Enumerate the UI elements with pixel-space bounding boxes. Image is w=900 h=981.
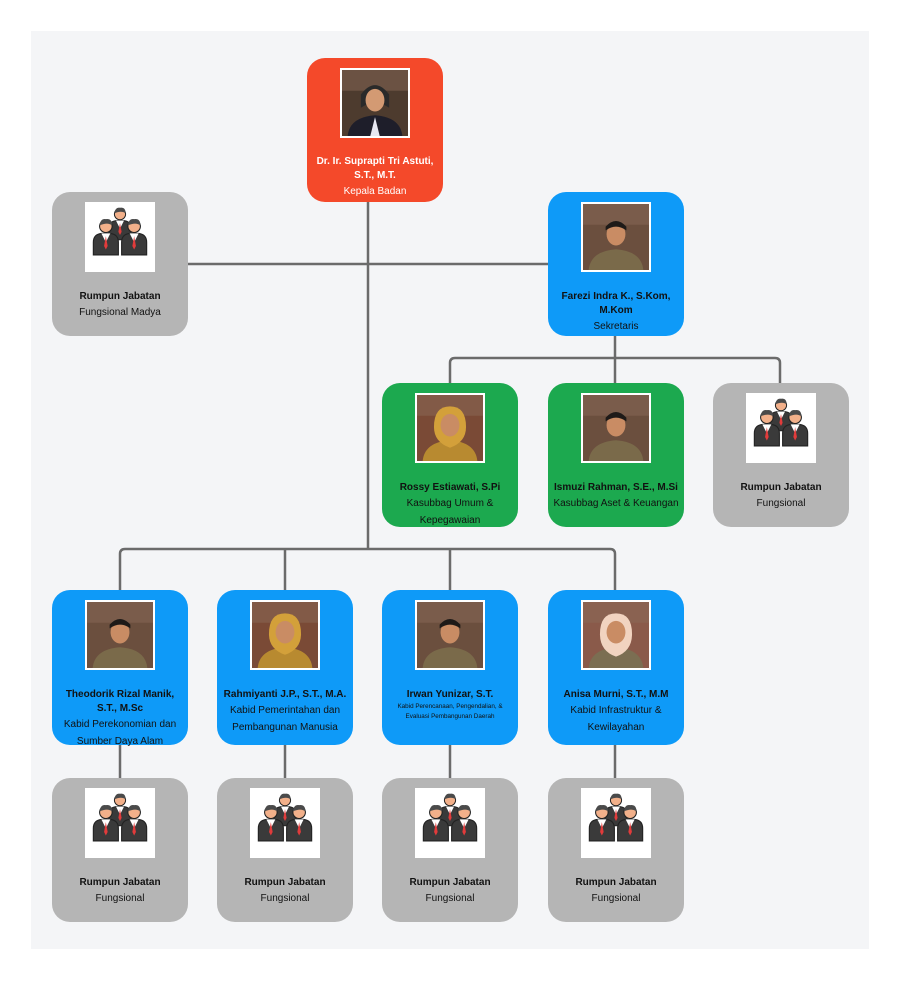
photo-kabid-pemerintahan bbox=[250, 600, 320, 670]
people-group-icon bbox=[417, 790, 483, 856]
people-group-icon bbox=[87, 204, 153, 270]
node-name-text: Rumpun Jabatan bbox=[740, 482, 822, 493]
group-icon-frame bbox=[415, 788, 485, 858]
connector-sekretariat-branch bbox=[448, 356, 782, 383]
node-name: Irwan Yunizar, S.T. Kabid Perencanaan, Pe… bbox=[386, 688, 514, 722]
people-group-icon bbox=[583, 790, 649, 856]
node-name-text: Irwan Yunizar, S.T. bbox=[406, 689, 494, 700]
node-name-text: Dr. Ir. Suprapti Tri Astuti, S.T., M.T. bbox=[316, 156, 434, 181]
node-kabid-perencanaan[interactable]: Irwan Yunizar, S.T. Kabid Perencanaan, Pe… bbox=[382, 590, 518, 745]
group-icon-frame bbox=[85, 202, 155, 272]
node-role: Fungsional Madya bbox=[79, 307, 161, 318]
node-role: Fungsional bbox=[425, 893, 475, 904]
photo-kasubbag-aset bbox=[581, 393, 651, 463]
node-kabid-pemerintahan[interactable]: Rahmiyanti J.P., S.T., M.A. Kabid Pemerin… bbox=[217, 590, 353, 745]
photo-kasubbag-umum bbox=[415, 393, 485, 463]
node-name-text: Rumpun Jabatan bbox=[575, 877, 657, 888]
node-role: Kabid Perencanaan, Pengendalian, & Evalu… bbox=[397, 703, 503, 720]
node-role: Kabid Pemerintahan dan Pembangunan Manus… bbox=[229, 705, 341, 733]
people-group-icon bbox=[252, 790, 318, 856]
photo-sekretaris bbox=[581, 202, 651, 272]
group-icon-frame bbox=[250, 788, 320, 858]
group-icon-frame bbox=[85, 788, 155, 858]
photo-kabid-perencanaan bbox=[415, 600, 485, 670]
group-icon-frame bbox=[746, 393, 816, 463]
node-role: Fungsional bbox=[260, 893, 310, 904]
node-name-text: Ismuzi Rahman, S.E., M.Si bbox=[554, 482, 678, 493]
node-role: Fungsional bbox=[95, 893, 145, 904]
person-photo-icon bbox=[583, 602, 649, 668]
node-name-text: Theodorik Rizal Manik, S.T., M.Sc bbox=[65, 689, 175, 714]
person-photo-icon bbox=[342, 70, 408, 136]
node-role: Kasubbag Aset & Keuangan bbox=[553, 498, 679, 509]
node-role: Fungsional bbox=[591, 893, 641, 904]
person-photo-icon bbox=[417, 602, 483, 668]
group-icon-frame bbox=[581, 788, 651, 858]
node-role: Kabid Perekonomian dan Sumber Daya Alam bbox=[63, 719, 177, 747]
node-role: Kabid Infrastruktur & Kewilayahan bbox=[570, 705, 662, 733]
node-role: Fungsional bbox=[756, 498, 806, 509]
node-name-text: Farezi Indra K., S.Kom, M.Kom bbox=[561, 291, 671, 316]
node-name-text: Anisa Murni, S.T., M.M bbox=[563, 689, 669, 700]
node-name-text: Rossy Estiawati, S.Pi bbox=[399, 482, 501, 493]
photo-kabid-infrastruktur bbox=[581, 600, 651, 670]
person-photo-icon bbox=[583, 204, 649, 270]
connector-kabid-fungsional bbox=[118, 745, 617, 778]
node-name: Rahmiyanti J.P., S.T., M.A. Kabid Pemerin… bbox=[221, 688, 349, 736]
node-name: Anisa Murni, S.T., M.M Kabid Infrastruktu… bbox=[552, 688, 680, 736]
people-group-icon bbox=[87, 790, 153, 856]
node-name: Dr. Ir. Suprapti Tri Astuti, S.T., M.T. K… bbox=[311, 155, 439, 200]
node-name-text: Rahmiyanti J.P., S.T., M.A. bbox=[223, 689, 347, 700]
person-photo-icon bbox=[252, 602, 318, 668]
node-role: Kasubbag Umum & Kepegawaian bbox=[406, 498, 494, 526]
node-name-text: Rumpun Jabatan bbox=[409, 877, 491, 888]
node-kabid-infrastruktur[interactable]: Anisa Murni, S.T., M.M Kabid Infrastruktu… bbox=[548, 590, 684, 745]
photo-kepala-badan bbox=[340, 68, 410, 138]
node-kepala-badan[interactable]: Dr. Ir. Suprapti Tri Astuti, S.T., M.T. K… bbox=[307, 58, 443, 202]
person-photo-icon bbox=[583, 395, 649, 461]
people-group-icon bbox=[748, 395, 814, 461]
person-photo-icon bbox=[87, 602, 153, 668]
person-photo-icon bbox=[417, 395, 483, 461]
node-name-text: Rumpun Jabatan bbox=[79, 291, 161, 302]
node-role: Sekretaris bbox=[593, 321, 639, 332]
connector-kabid-branch bbox=[118, 547, 617, 590]
node-name-text: Rumpun Jabatan bbox=[79, 877, 161, 888]
node-role: Kepala Badan bbox=[343, 186, 407, 197]
photo-kabid-perekonomian bbox=[85, 600, 155, 670]
node-name-text: Rumpun Jabatan bbox=[244, 877, 326, 888]
